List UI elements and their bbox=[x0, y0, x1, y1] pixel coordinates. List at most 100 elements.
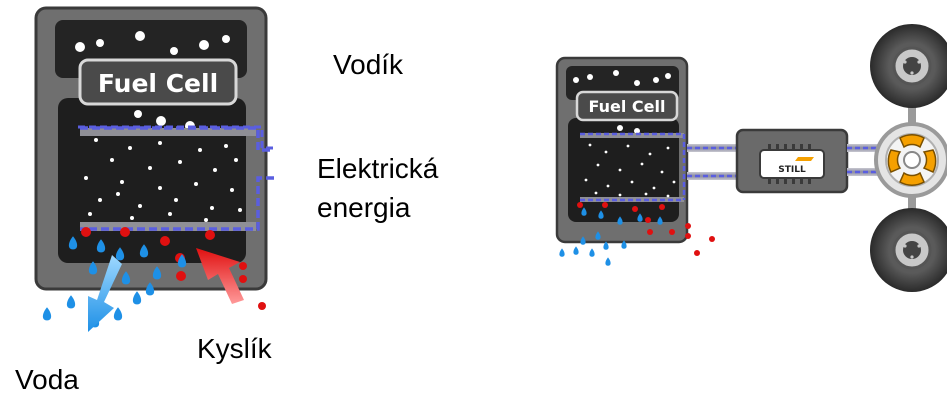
particle bbox=[158, 141, 162, 145]
water-drop bbox=[559, 248, 565, 257]
small-fuel-cell: Fuel Cell bbox=[555, 56, 715, 266]
small-hydrogen-bubbles bbox=[573, 70, 671, 134]
water-drop bbox=[595, 231, 601, 240]
particle bbox=[116, 192, 120, 196]
small-oxygen-atoms bbox=[577, 202, 715, 256]
particle bbox=[666, 194, 670, 198]
hydrogen-label: Vodík bbox=[333, 49, 404, 80]
small-cell-membrane-top bbox=[580, 133, 684, 138]
water-drop bbox=[66, 295, 76, 309]
large-cell-label-plate bbox=[78, 58, 238, 106]
water-drop bbox=[42, 307, 52, 321]
water-drop bbox=[598, 210, 604, 219]
particle bbox=[672, 180, 676, 184]
water-drop bbox=[113, 307, 123, 321]
small-cell-circuit-path bbox=[580, 132, 686, 202]
water-drop bbox=[177, 254, 187, 268]
water-drop bbox=[145, 282, 155, 296]
water-drop bbox=[573, 246, 579, 255]
particle bbox=[588, 143, 592, 147]
particle bbox=[648, 152, 652, 156]
particle bbox=[158, 186, 162, 190]
particle bbox=[238, 208, 242, 212]
small-electrons bbox=[584, 143, 676, 198]
particle bbox=[618, 193, 622, 197]
particle bbox=[120, 180, 124, 184]
particle bbox=[178, 160, 182, 164]
hydrogen-bubbles-top bbox=[75, 31, 230, 131]
particle bbox=[666, 146, 670, 150]
controller-brand-label: STILL bbox=[778, 165, 806, 175]
particle bbox=[138, 204, 142, 208]
particle bbox=[606, 184, 610, 188]
water-drop bbox=[657, 216, 663, 225]
particle bbox=[94, 138, 98, 142]
water-drop bbox=[68, 236, 78, 250]
particle bbox=[88, 212, 92, 216]
particle bbox=[204, 218, 208, 222]
particle bbox=[660, 170, 664, 174]
water-drop bbox=[581, 207, 587, 216]
particle bbox=[84, 176, 88, 180]
water-label: Voda bbox=[15, 364, 79, 395]
particle bbox=[130, 216, 134, 220]
particle bbox=[194, 182, 198, 186]
particle bbox=[630, 180, 634, 184]
water-out-arrow bbox=[88, 255, 122, 332]
oxygen-label: Kyslík bbox=[197, 333, 273, 364]
particle bbox=[644, 192, 648, 196]
electric-energy-label-line1: Elektrická bbox=[317, 153, 439, 184]
water-drop bbox=[589, 248, 595, 257]
water-drop bbox=[603, 241, 609, 250]
oxygen-in-arrow bbox=[196, 248, 244, 304]
particle bbox=[618, 168, 622, 172]
water-drop bbox=[121, 271, 131, 285]
particle bbox=[594, 191, 598, 195]
small-cell-reaction-chamber bbox=[568, 118, 679, 222]
water-drop bbox=[152, 266, 162, 280]
particle bbox=[596, 163, 600, 167]
water-drop bbox=[115, 247, 125, 261]
electron-particles bbox=[84, 138, 242, 222]
power-wires-right bbox=[847, 144, 885, 176]
top-wheel bbox=[870, 24, 947, 108]
particle bbox=[198, 148, 202, 152]
large-cell-membrane-bottom bbox=[80, 222, 256, 231]
water-drop bbox=[139, 244, 149, 258]
large-cell-label: Fuel Cell bbox=[98, 69, 218, 98]
particle bbox=[234, 158, 238, 162]
electric-motor bbox=[874, 122, 947, 198]
particle bbox=[110, 158, 114, 162]
particle bbox=[210, 206, 214, 210]
particle bbox=[168, 212, 172, 216]
particle bbox=[230, 188, 234, 192]
water-drop bbox=[88, 261, 98, 275]
particle bbox=[584, 178, 588, 182]
large-cell-reaction-chamber bbox=[58, 98, 246, 263]
particle bbox=[128, 146, 132, 150]
small-cell-label-plate bbox=[575, 90, 679, 122]
small-water-drops bbox=[559, 207, 663, 266]
motor-controller: STILL bbox=[735, 128, 849, 194]
particle bbox=[213, 168, 217, 172]
oxygen-atoms-large bbox=[81, 227, 266, 310]
particle bbox=[148, 166, 152, 170]
particle bbox=[626, 144, 630, 148]
water-drop bbox=[637, 213, 643, 222]
bottom-wheel bbox=[870, 208, 947, 292]
power-wires-left bbox=[687, 144, 737, 180]
particle bbox=[224, 144, 228, 148]
particle bbox=[174, 198, 178, 202]
electric-energy-label-line2: energia bbox=[317, 192, 411, 223]
water-drop bbox=[605, 257, 611, 266]
water-drops-large bbox=[42, 236, 187, 328]
water-drop bbox=[96, 239, 106, 253]
particle bbox=[604, 150, 608, 154]
particle bbox=[98, 198, 102, 202]
large-fuel-cell: Fuel Cell bbox=[34, 6, 276, 332]
particle bbox=[652, 186, 656, 190]
water-drop bbox=[132, 291, 142, 305]
water-drop bbox=[621, 240, 627, 249]
water-drop bbox=[580, 236, 586, 245]
